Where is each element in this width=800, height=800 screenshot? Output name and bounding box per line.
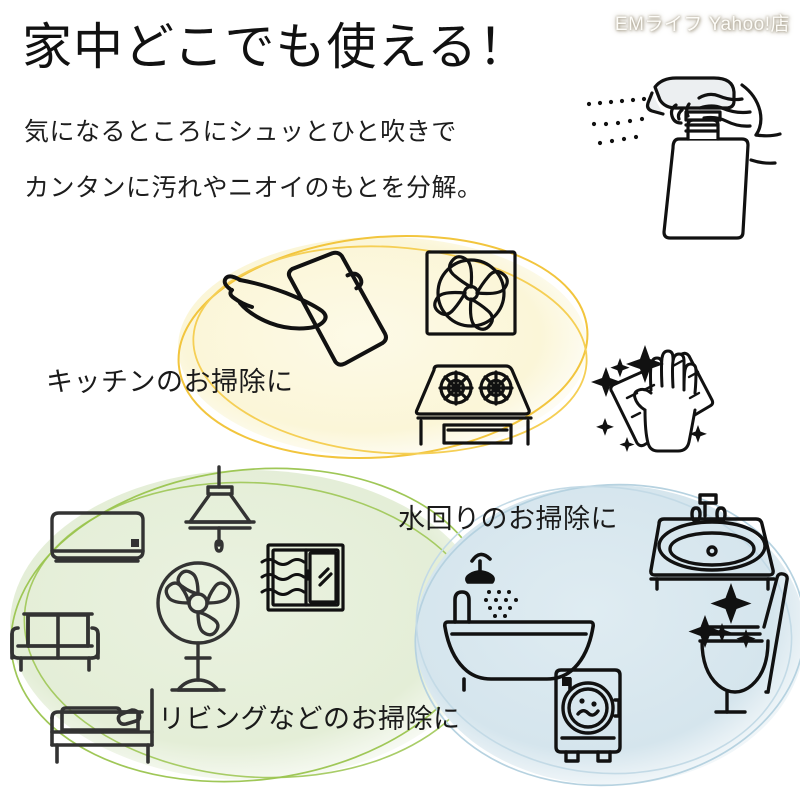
spray-mist-dots-icon bbox=[586, 96, 647, 146]
window-icon bbox=[260, 543, 345, 612]
zone-label-water: 水回りのお掃除に bbox=[398, 504, 618, 534]
shop-watermark: EMライフ Yahoo!店 bbox=[614, 14, 790, 35]
range-hood-fan-icon bbox=[425, 250, 517, 336]
sparkle-icon bbox=[591, 345, 707, 452]
zone-kitchen-blob bbox=[177, 234, 589, 460]
zone-label-kitchen: キッチンのお掃除に bbox=[46, 367, 294, 397]
pendant-light-icon bbox=[184, 465, 256, 553]
washing-machine-icon bbox=[554, 668, 622, 763]
bed-icon bbox=[50, 688, 154, 764]
page-title: 家中どこでも使える！ bbox=[22, 19, 529, 75]
zone-water-blob bbox=[414, 483, 800, 787]
hand-wiping-cloth-icon bbox=[609, 349, 715, 453]
bathtub-shower-icon bbox=[443, 552, 595, 692]
sink-basin-icon bbox=[649, 493, 776, 591]
hand-spray-bottle-icon bbox=[645, 76, 782, 240]
electric-fan-icon bbox=[156, 561, 240, 692]
subtitle-line-1: 気になるところにシュッとひと吹きで bbox=[24, 118, 457, 146]
sparkle-icon bbox=[688, 583, 756, 649]
air-conditioner-icon bbox=[50, 511, 145, 563]
cutting-board-knife-icon bbox=[222, 250, 388, 367]
subtitle-line-2: カンタンに汚れやニオイのもとを分解。 bbox=[24, 174, 483, 202]
zone-label-living: リビングなどのお掃除に bbox=[158, 704, 461, 734]
gas-stove-icon bbox=[414, 364, 533, 446]
sofa-icon bbox=[10, 612, 100, 672]
